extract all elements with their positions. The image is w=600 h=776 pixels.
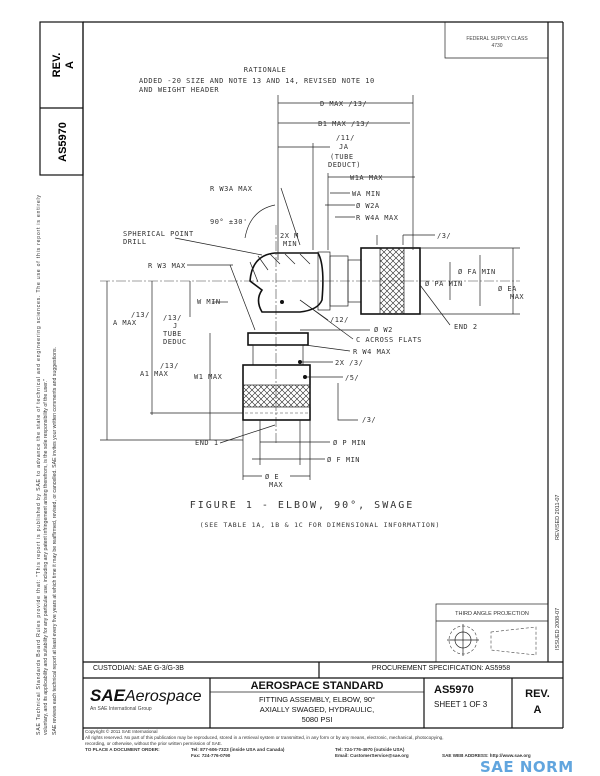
label-tube-deduct-b: DEDUCT) xyxy=(328,161,361,169)
fitting-drawing xyxy=(100,95,520,480)
copyright: Copyright © 2011 SAE International xyxy=(85,729,158,734)
label-d-max: D MAX /13/ xyxy=(320,100,367,108)
rev-label: REV. xyxy=(525,688,550,700)
doc-number: AS5970 xyxy=(434,684,474,696)
rationale-title: RATIONALE xyxy=(244,66,286,74)
label-note11: /11/ xyxy=(336,134,355,142)
label-j-tube: TUBE xyxy=(163,330,182,338)
title-lines: FITTING ASSEMBLY, ELBOW, 90° AXIALLY SWA… xyxy=(210,695,424,725)
label-c-flats: C ACROSS FLATS xyxy=(356,336,422,344)
side-rev-value: A xyxy=(64,61,76,69)
revised-date: REVISED 2011-07 xyxy=(555,495,561,540)
label-m-min-a: 2X M xyxy=(280,232,299,240)
rev-value: A xyxy=(533,704,542,716)
figure-title: FIGURE 1 - ELBOW, 90°, SWAGE xyxy=(190,500,415,511)
notice-line-2: voluntary, and its applicability and sui… xyxy=(43,379,49,735)
sae-logo: SAEAerospace An SAE International Group xyxy=(90,686,208,712)
knurl-right xyxy=(379,247,405,315)
label-r-w4a-max: R W4A MAX xyxy=(356,214,399,222)
side-doc-number: AS5970 xyxy=(57,122,69,162)
sae-norm-watermark: SAE NORM xyxy=(480,758,574,776)
label-a-max: A MAX xyxy=(113,319,137,327)
logo-aerospace: Aerospace xyxy=(124,688,202,705)
label-pa-min: Ø PA MIN xyxy=(425,280,463,288)
supply-class-1: FEDERAL SUPPLY CLASS xyxy=(466,36,528,42)
label-e-b: MAX xyxy=(269,481,283,489)
title-line-1: FITTING ASSEMBLY, ELBOW, 90° xyxy=(258,695,376,704)
web-address[interactable]: SAE WEB ADDRESS: http://www.sae.org xyxy=(442,753,531,758)
figure-note: (SEE TABLE 1A, 1B & 1C FOR DIMENSIONAL I… xyxy=(200,521,440,529)
label-r-w3-max: R W3 MAX xyxy=(148,262,186,270)
label-m-min-b: MIN xyxy=(283,240,297,248)
title-line-2: AXIALLY SWAGED, HYDRAULIC, xyxy=(259,705,375,714)
label-w2a: Ø W2A xyxy=(356,202,380,210)
sheet-frame xyxy=(39,21,564,740)
label-end2: END 2 xyxy=(454,323,478,331)
footer: Copyright © 2011 SAE International All r… xyxy=(85,729,555,759)
fax: Fax: 724-776-0790 xyxy=(191,753,231,758)
label-note5: /5/ xyxy=(345,374,359,382)
label-f-min: Ø F MIN xyxy=(327,456,360,464)
label-fa-min: Ø FA MIN xyxy=(458,268,496,276)
label-note3-low: /3/ xyxy=(362,416,376,424)
label-j-deduc: DEDUC xyxy=(163,338,187,346)
projection-label: THIRD ANGLE PROJECTION xyxy=(455,611,529,617)
label-a1-max: A1 MAX xyxy=(140,370,169,378)
label-j-note: /13/ xyxy=(163,314,182,322)
standard-heading: AEROSPACE STANDARD xyxy=(250,680,384,692)
dimension-labels: D MAX /13/ B1 MAX /13/ /11/ JA (TUBE DED… xyxy=(113,100,524,489)
label-w-min: W MIN xyxy=(197,298,221,306)
rationale-line-1: ADDED -20 SIZE AND NOTE 13 AND 14, REVIS… xyxy=(139,77,375,85)
rights-2: recording, or otherwise, without the pri… xyxy=(85,741,223,746)
label-w1-max: W1 MAX xyxy=(194,373,223,381)
label-p-min: Ø P MIN xyxy=(333,439,366,447)
label-a-note: /13/ xyxy=(131,311,150,319)
label-a1-note: /13/ xyxy=(160,362,179,370)
rationale-line-2: AND WEIGHT HEADER xyxy=(139,86,219,94)
label-j: J xyxy=(173,322,178,330)
notice-line-3: SAE reviews each technical report at lea… xyxy=(52,347,58,735)
label-angle: 90° ±30' xyxy=(210,218,248,226)
order-label: TO PLACE A DOCUMENT ORDER: xyxy=(85,747,160,752)
procurement-spec: PROCUREMENT SPECIFICATION: AS5958 xyxy=(371,665,511,672)
logo-sae: SAE xyxy=(90,686,125,705)
label-w1a-max: W1A MAX xyxy=(350,174,383,182)
label-ea-b: MAX xyxy=(510,293,524,301)
label-spherical-a: SPHERICAL POINT xyxy=(123,230,194,238)
label-ja: JA xyxy=(339,143,349,151)
label-w2: Ø W2 xyxy=(374,326,393,334)
tel-intl: Tel: 724-776-4970 (outside USA) xyxy=(335,747,405,752)
sheet-number: SHEET 1 OF 3 xyxy=(434,700,488,709)
email: Email: CustomerService@sae.org xyxy=(335,753,409,758)
label-end1: END 1 xyxy=(195,439,219,447)
notice-line-1: SAE Technical Standards Board Rules prov… xyxy=(36,195,42,735)
third-angle-projection: THIRD ANGLE PROJECTION xyxy=(435,603,549,663)
label-spherical-b: DRILL xyxy=(123,238,147,246)
knurl-bottom xyxy=(242,384,311,408)
issued-date: ISSUED 2008-07 xyxy=(555,608,561,650)
rights: All rights reserved. No part of this pub… xyxy=(85,735,444,740)
label-note3-2x: 2X /3/ xyxy=(335,359,363,367)
logo-tagline: An SAE International Group xyxy=(90,706,152,712)
label-r-w4-max: R W4 MAX xyxy=(353,348,391,356)
label-note3-top: /3/ xyxy=(437,232,451,240)
custodian: CUSTODIAN: SAE G-3/G-3B xyxy=(93,665,184,672)
label-note12: /12/ xyxy=(330,316,349,324)
title-line-3: 5080 PSI xyxy=(301,715,333,724)
side-rev-label: REV. xyxy=(51,53,63,78)
label-b1-max: B1 MAX /13/ xyxy=(318,120,370,128)
label-e-a: Ø E xyxy=(265,473,279,481)
label-r-w3a-max: R W3A MAX xyxy=(210,185,253,193)
label-wa-min: WA MIN xyxy=(352,190,380,198)
supply-class-2: 4730 xyxy=(491,43,502,49)
label-ea-a: Ø EA xyxy=(498,285,517,293)
label-tube-deduct-a: (TUBE xyxy=(330,153,354,161)
tel-us: Tel: 877-606-7323 (inside USA and Canada… xyxy=(191,747,285,752)
